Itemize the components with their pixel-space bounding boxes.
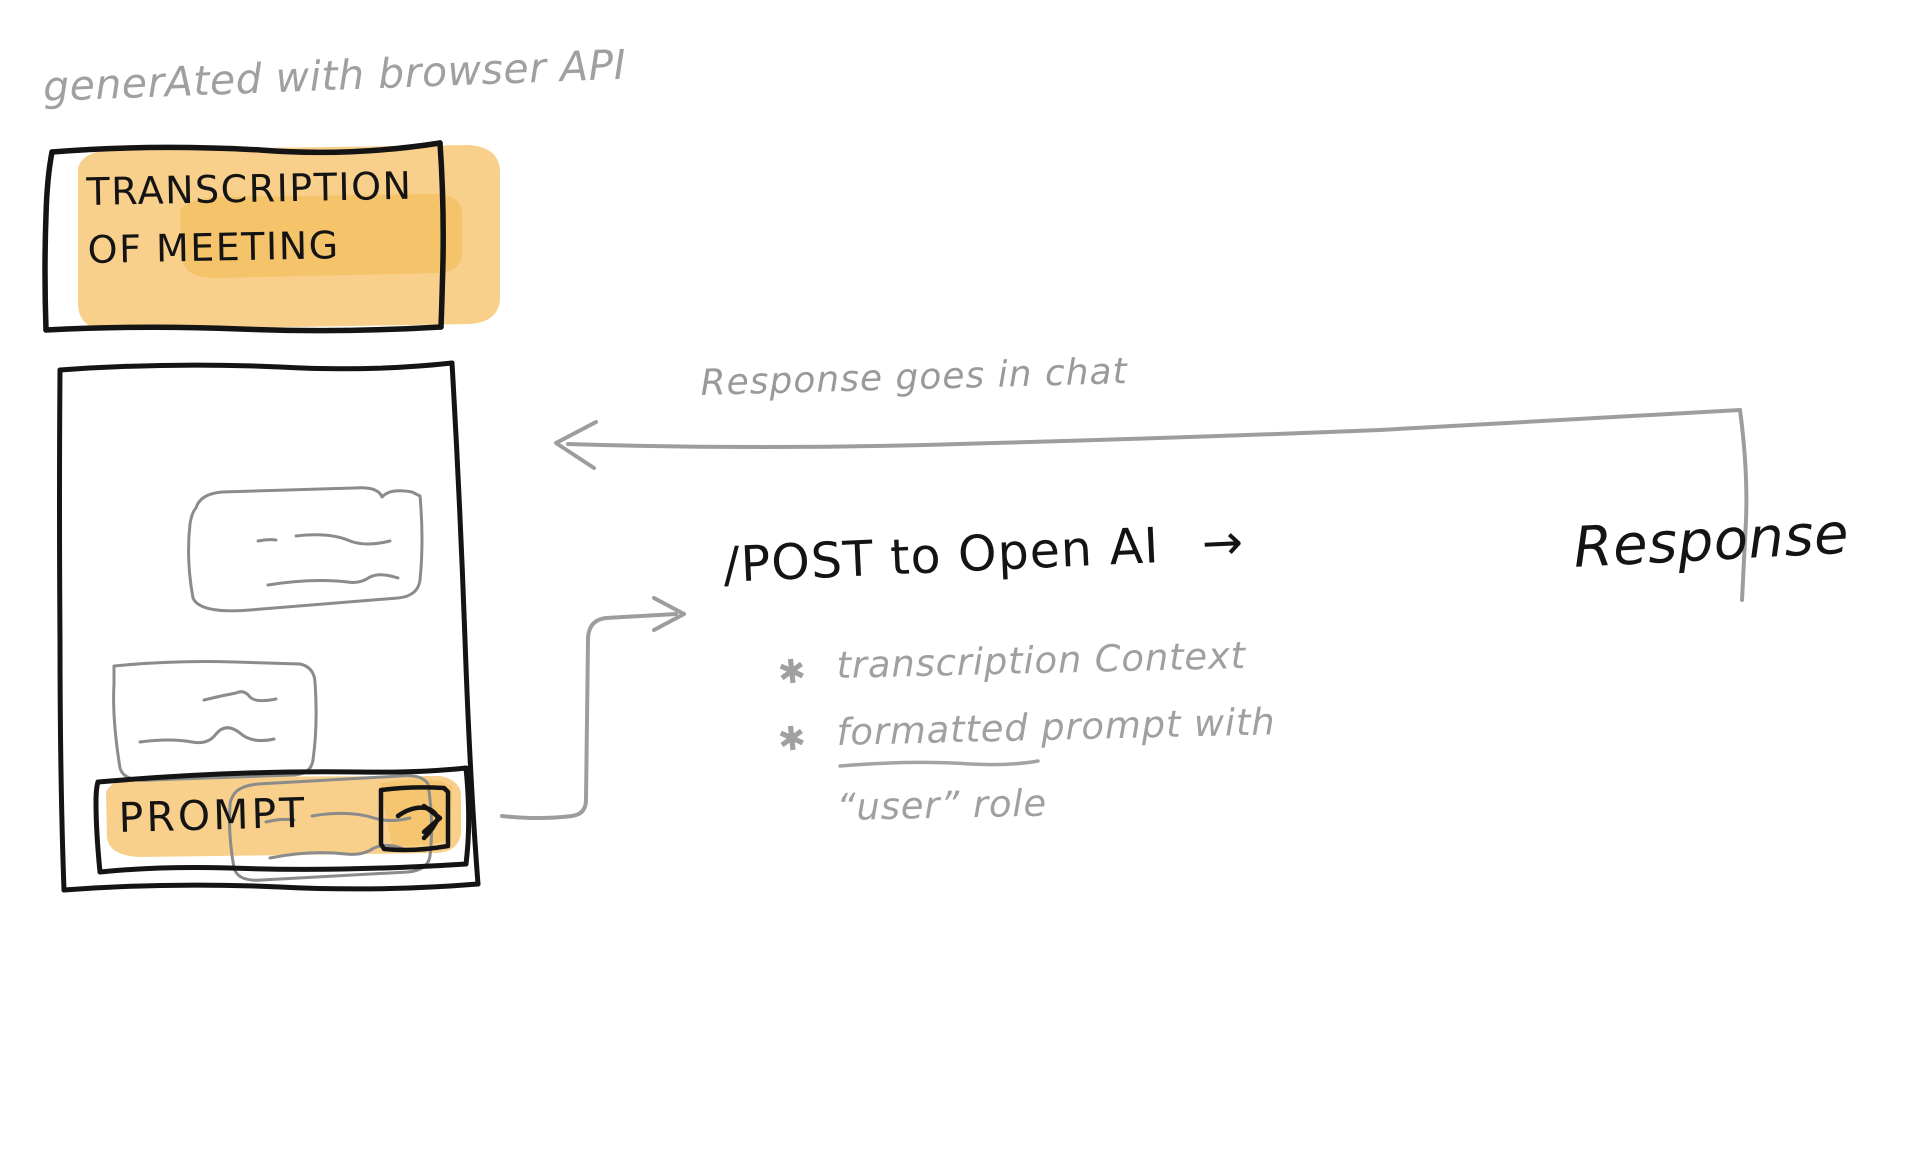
prompt-input-frame[interactable] [93,765,472,875]
chat-bubble-1 [187,486,424,613]
highlight-transcription [78,145,500,330]
send-button[interactable] [378,785,451,853]
chat-bubble-2 [112,660,318,782]
arrow-prompt-to-post [500,596,686,820]
arrow-response-to-chat [554,408,1749,602]
chat-window-frame [57,360,481,893]
transcription-panel-frame [42,140,446,334]
underline-formatted [838,759,1040,768]
